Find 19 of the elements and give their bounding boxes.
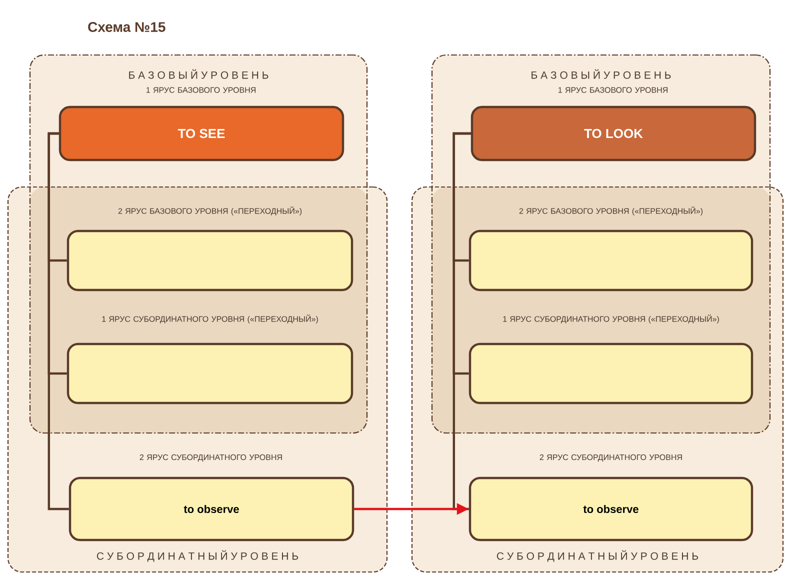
tier-label: 2 ЯРУС БАЗОВОГО УРОВНЯ («ПЕРЕХОДНЫЙ»)	[118, 206, 302, 216]
tier-box: to observe	[468, 476, 754, 542]
tier-box	[468, 342, 754, 404]
tier-label: 1 ЯРУС СУБОРДИНАТНОГО УРОВНЯ («ПЕРЕХОДНЫЙ»)	[503, 314, 719, 324]
tier-box	[66, 230, 354, 292]
connector-line	[452, 132, 471, 510]
tier-label: 1 ЯРУС СУБОРДИНАТНОГО УРОВНЯ («ПЕРЕХОДНЫЙ»)	[102, 314, 318, 324]
tier-label: 2 ЯРУС СУБОРДИНАТНОГО УРОВНЯ	[140, 454, 282, 462]
tier-box	[66, 342, 354, 404]
title: Схема №15	[88, 22, 166, 32]
tier-box	[468, 230, 754, 292]
tier-box: TO SEE	[58, 106, 344, 162]
tier-label: 1 ЯРУС БАЗОВОГО УРОВНЯ	[146, 87, 256, 93]
connector-line	[48, 132, 69, 510]
tier-box: TO LOOK	[470, 106, 756, 162]
tier-label: 2 ЯРУС БАЗОВОГО УРОВНЯ («ПЕРЕХОДНЫЙ»)	[519, 206, 703, 216]
tier-label: 1 ЯРУС БАЗОВОГО УРОВНЯ	[558, 87, 668, 93]
tier-label: 2 ЯРУС СУБОРДИНАТНОГО УРОВНЯ	[540, 454, 682, 462]
tier-box: to observe	[68, 476, 354, 542]
